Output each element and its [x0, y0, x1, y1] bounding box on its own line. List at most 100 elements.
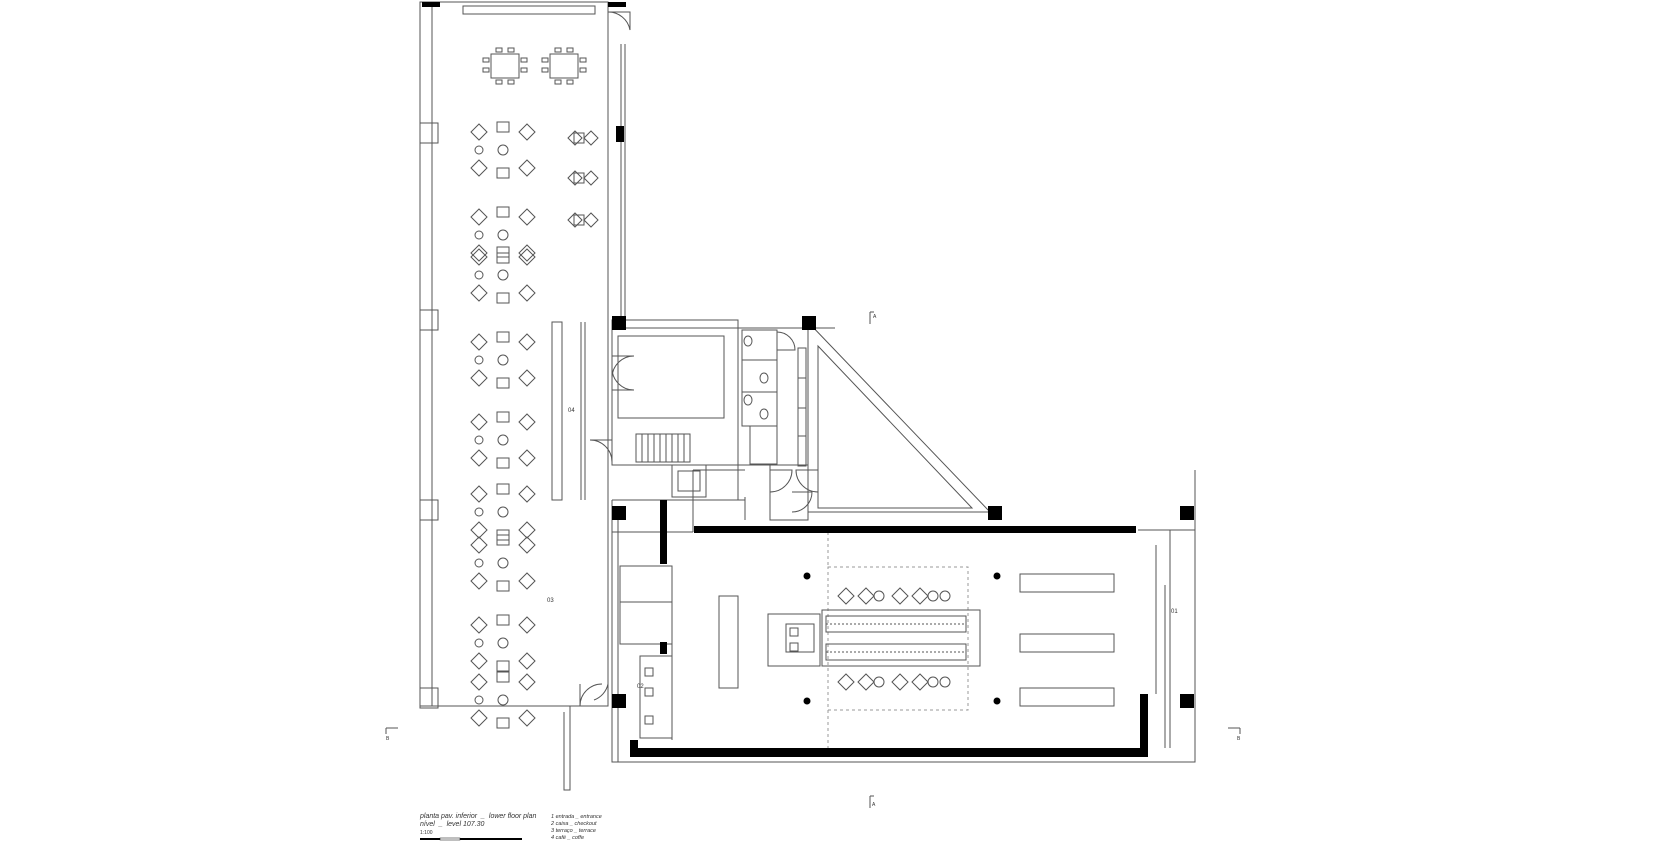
chair	[470, 208, 488, 226]
chair	[496, 411, 510, 423]
table	[490, 53, 520, 79]
room-tag-checkout: 02	[637, 684, 644, 690]
kitchen-inner	[617, 335, 725, 419]
column-dot	[803, 697, 811, 705]
chair	[470, 652, 488, 670]
chair	[554, 79, 562, 85]
wall	[608, 2, 626, 7]
chair	[554, 47, 562, 53]
wall	[422, 2, 440, 7]
door	[579, 683, 603, 707]
escalator-zone	[827, 566, 969, 711]
shelf	[1019, 687, 1115, 707]
chair	[470, 333, 488, 351]
chair	[470, 673, 488, 691]
chair	[496, 292, 510, 304]
table	[573, 214, 585, 226]
chair	[541, 67, 549, 73]
stairs	[635, 433, 691, 463]
chair	[579, 57, 587, 63]
door	[769, 469, 793, 493]
wall	[630, 740, 638, 754]
chair	[496, 671, 510, 683]
title-block: planta pav. inferior _ lower floor plan …	[419, 813, 536, 836]
chair	[470, 159, 488, 177]
table	[497, 557, 509, 569]
room-tag-entrance: 01	[1171, 609, 1178, 615]
section-mark-bottom: A	[872, 802, 876, 808]
chair	[496, 614, 510, 626]
chair	[470, 284, 488, 302]
pillar	[612, 506, 626, 520]
chair	[470, 369, 488, 387]
escalators	[821, 609, 981, 667]
chair	[518, 673, 536, 691]
table	[573, 172, 585, 184]
door	[607, 11, 631, 31]
lounge-seating	[837, 587, 951, 691]
cafe-furniture	[470, 47, 599, 729]
chair	[518, 123, 536, 141]
stool	[474, 355, 484, 365]
pillar-outline	[419, 499, 439, 521]
chair	[518, 284, 536, 302]
section-mark-top: A	[873, 314, 877, 320]
table	[573, 132, 585, 144]
legend-item: 3 terraço _ terrace	[551, 828, 596, 834]
pillar-outline	[419, 309, 439, 331]
chair	[495, 47, 503, 53]
section-mark-left: B	[386, 736, 390, 742]
chair	[470, 616, 488, 634]
chair	[482, 67, 490, 73]
chair	[482, 57, 490, 63]
chair	[496, 167, 510, 179]
table	[497, 269, 509, 281]
chair	[496, 660, 510, 672]
chair	[520, 67, 528, 73]
chair	[470, 244, 488, 262]
terrace-wing	[419, 1, 631, 791]
bench	[462, 5, 596, 15]
chair	[567, 170, 583, 186]
wall	[660, 500, 667, 564]
pillar	[612, 316, 626, 330]
chair	[496, 457, 510, 469]
chair	[541, 57, 549, 63]
table	[497, 694, 509, 706]
chair	[507, 47, 515, 53]
drawing-level: nível _ level 107.30	[420, 821, 484, 828]
chair	[583, 170, 599, 186]
cafe-counter	[551, 321, 563, 501]
service-core	[589, 319, 819, 521]
structure	[422, 2, 1194, 757]
chair	[518, 369, 536, 387]
chair	[518, 709, 536, 727]
chair	[496, 717, 510, 729]
chair	[566, 79, 574, 85]
chair	[583, 212, 599, 228]
vestibule	[619, 565, 673, 645]
column-dot	[993, 572, 1001, 580]
chair	[567, 212, 583, 228]
section-mark-right: B	[1237, 736, 1241, 742]
pillar-outline	[419, 687, 439, 709]
chair	[566, 47, 574, 53]
chair	[496, 483, 510, 495]
shelf	[1019, 573, 1115, 593]
pillar	[988, 506, 1002, 520]
restrooms	[741, 329, 819, 513]
stool	[474, 435, 484, 445]
chair	[496, 534, 510, 546]
chair	[567, 130, 583, 146]
pillar	[1180, 694, 1194, 708]
chair	[518, 244, 536, 262]
chair	[518, 159, 536, 177]
shelf	[1019, 633, 1115, 653]
chair	[518, 485, 536, 503]
room-tag-terrace: 03	[547, 598, 554, 604]
chair	[470, 485, 488, 503]
chair	[518, 208, 536, 226]
triangular-lightwell	[807, 320, 992, 513]
terrace-outline	[419, 1, 609, 707]
legend-item: 2 caixa _ checkout	[550, 821, 597, 827]
